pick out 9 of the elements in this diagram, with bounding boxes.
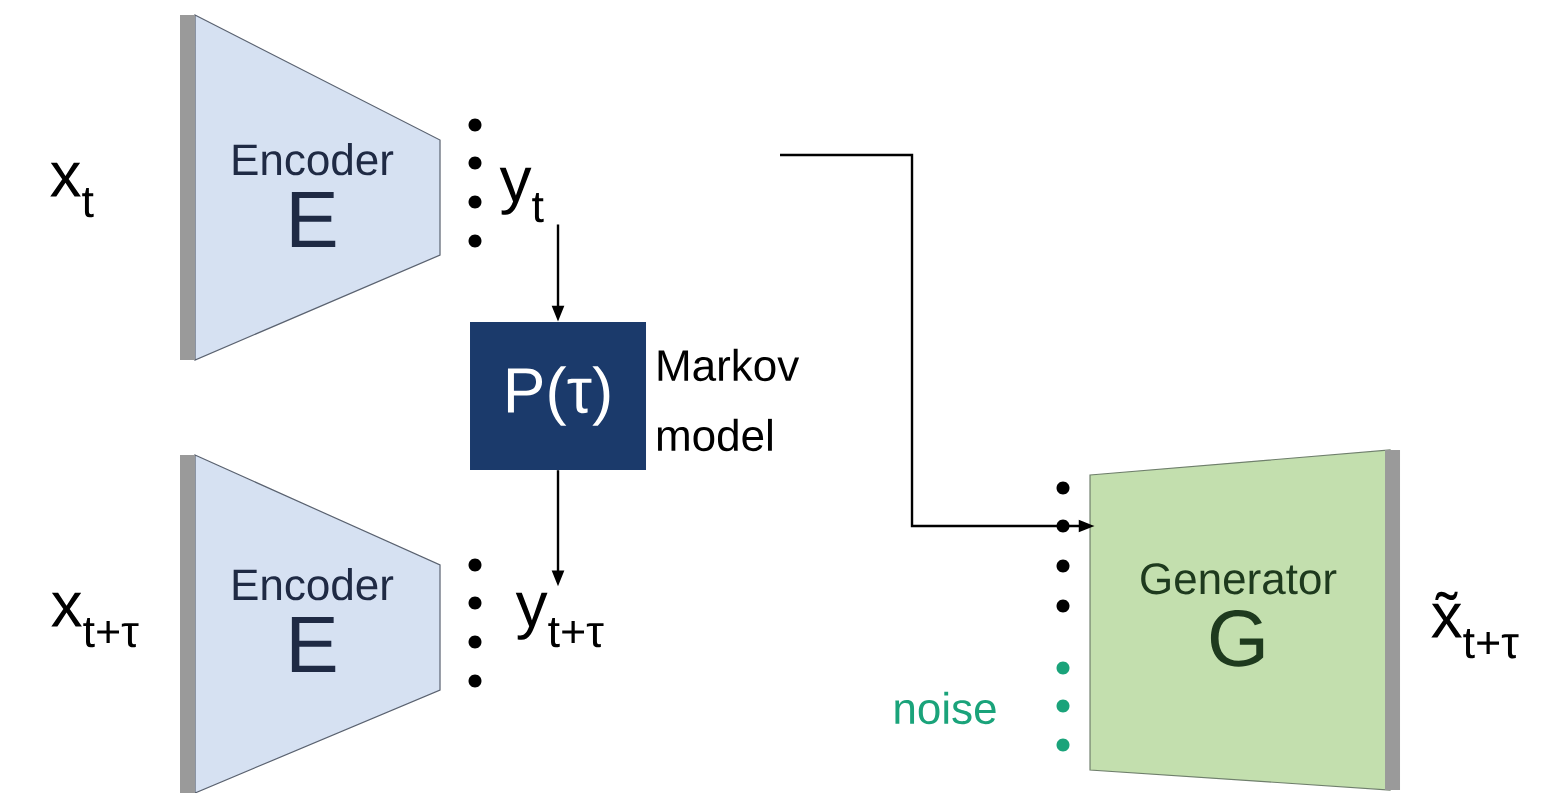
variable-label: x$_{t}$	[50, 162, 94, 218]
encoder-trapezoid: Encoder E	[180, 14, 441, 361]
encoder-trapezoid: Encoder E	[180, 454, 441, 793]
process-box: P(τ)	[470, 322, 646, 470]
variable-label: y$_{t+τ}$	[515, 592, 604, 648]
input-label: noise	[895, 691, 996, 725]
node-caption: Markov model	[657, 348, 800, 452]
variable-label: y$_{t}$	[499, 167, 544, 223]
generator-trapezoid: Generator G	[1089, 449, 1400, 791]
